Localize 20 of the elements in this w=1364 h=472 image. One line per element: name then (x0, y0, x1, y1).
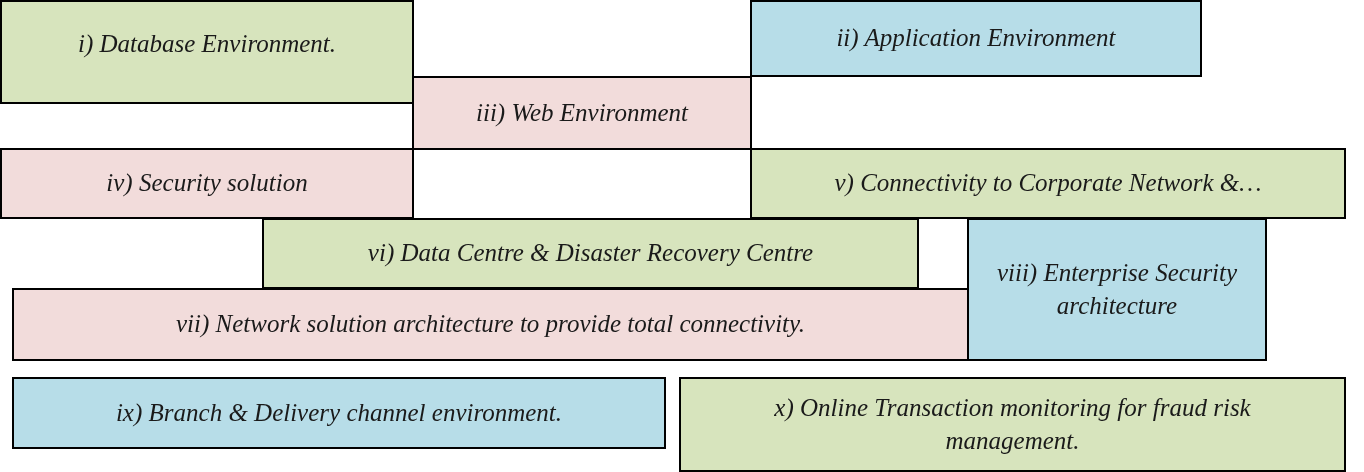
text-box (0, 148, 414, 219)
text-box (750, 148, 1346, 219)
text-box (262, 218, 919, 289)
box-label: vi) Data Centre & Disaster Recovery Centre (367, 238, 814, 269)
box-label: vii) Network solution architecture to provide total connectivity. (176, 309, 805, 340)
text-box (750, 0, 1202, 77)
text-box (12, 377, 666, 449)
box-label: iv) Security solution (106, 168, 308, 199)
box-label: iii) Web Environment (476, 97, 688, 128)
box-label: ii) Application Environment (836, 23, 1116, 54)
box-label: v) Connectivity to Corporate Network &… (834, 168, 1262, 199)
box-label: i) Database Environment. (77, 29, 337, 59)
text-box (412, 76, 752, 150)
text-box (679, 377, 1346, 472)
text-box (0, 0, 414, 104)
box-label: x) Online Transaction monitoring for fraud risk management. (773, 393, 1252, 456)
box-label: viii) Enterprise Security architecture (995, 258, 1239, 321)
box-label: ix) Branch & Delivery channel environment. (115, 397, 563, 428)
text-box (12, 288, 969, 361)
text-box (967, 218, 1267, 361)
